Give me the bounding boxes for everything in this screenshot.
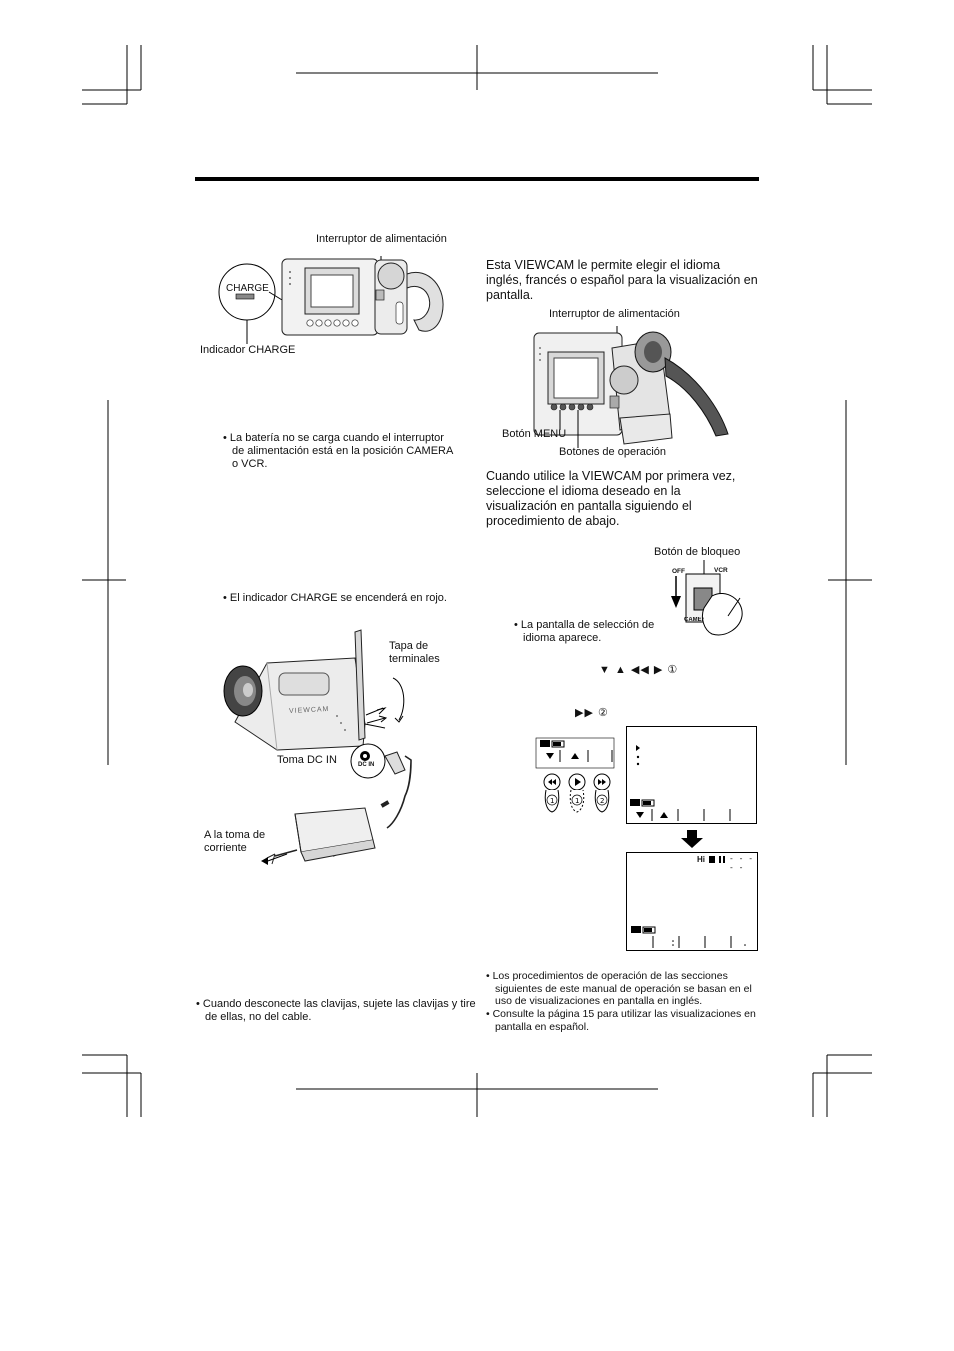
- osd-dashes: - - - - -: [729, 854, 754, 872]
- svg-text:1: 1: [550, 797, 554, 805]
- charge-text: CHARGE: [226, 283, 269, 294]
- down-arrow-icon: [681, 830, 703, 848]
- step-symbols-1: ▼ ▲ ◀◀ ▶ ①: [599, 664, 679, 676]
- language-screen-note: • La pantalla de selección de idioma apa…: [514, 619, 655, 644]
- lock-button-label: Botón de bloqueo: [654, 546, 741, 558]
- osd-hi: Hi: [697, 855, 705, 864]
- osd-tape-icon: [709, 856, 715, 863]
- note-charge-red: • El indicador CHARGE se encenderá en ro…: [223, 592, 447, 604]
- terminal-cover-label: Tapa de terminales: [389, 640, 440, 665]
- dc-in-text: DC IN: [358, 762, 375, 768]
- camcorder-menu-illustration: [533, 326, 729, 448]
- osd-bottom-bar: [631, 926, 746, 948]
- note-procedures-english: • Los procedimientos de operación de las…: [486, 970, 752, 1007]
- left-power-switch-label: Interruptor de alimentación: [316, 233, 447, 245]
- right-power-switch-label: Interruptor de alimentación: [549, 308, 680, 320]
- charge-indicator-label: Indicador CHARGE: [200, 344, 296, 356]
- operation-buttons-label: Botones de operación: [559, 446, 667, 458]
- svg-text:2: 2: [600, 797, 604, 805]
- first-use-paragraph: Cuando utilice la VIEWCAM por primera ve…: [486, 469, 736, 528]
- osd-counter-bars: [719, 856, 721, 863]
- svg-text:1: 1: [575, 797, 579, 805]
- outlet-label: A la toma de corriente: [204, 829, 266, 854]
- camera-osd-screen: Hi - - - - -: [626, 852, 758, 951]
- switch-off-label: OFF: [672, 568, 685, 575]
- osd-button-panel: 1 1 2: [535, 737, 615, 813]
- note-unplug: • Cuando desconecte las clavijas, sujete…: [196, 998, 476, 1023]
- camcorder-rear-illustration: [218, 256, 444, 344]
- switch-vcr-label: VCR: [714, 567, 728, 574]
- note-battery-not-charging: • La batería no se carga cuando el inter…: [223, 432, 453, 470]
- switch-camera-label: CAMERA: [684, 617, 704, 623]
- language-selection-screen: [626, 726, 757, 824]
- camcorder-front-illustration: [223, 629, 412, 865]
- menu-button-label: Botón MENU: [502, 428, 567, 440]
- note-spanish-page: • Consulte la página 15 para utilizar la…: [486, 1008, 756, 1033]
- intro-paragraph: Esta VIEWCAM le permite elegir el idioma…: [486, 258, 758, 302]
- dc-in-jack-label: Toma DC IN: [277, 754, 337, 766]
- power-switch-illustration: [671, 560, 743, 636]
- step-symbols-2: ▶▶ ②: [575, 707, 609, 719]
- dc-in-callout-circle: [350, 743, 386, 779]
- header-rule: [195, 177, 759, 181]
